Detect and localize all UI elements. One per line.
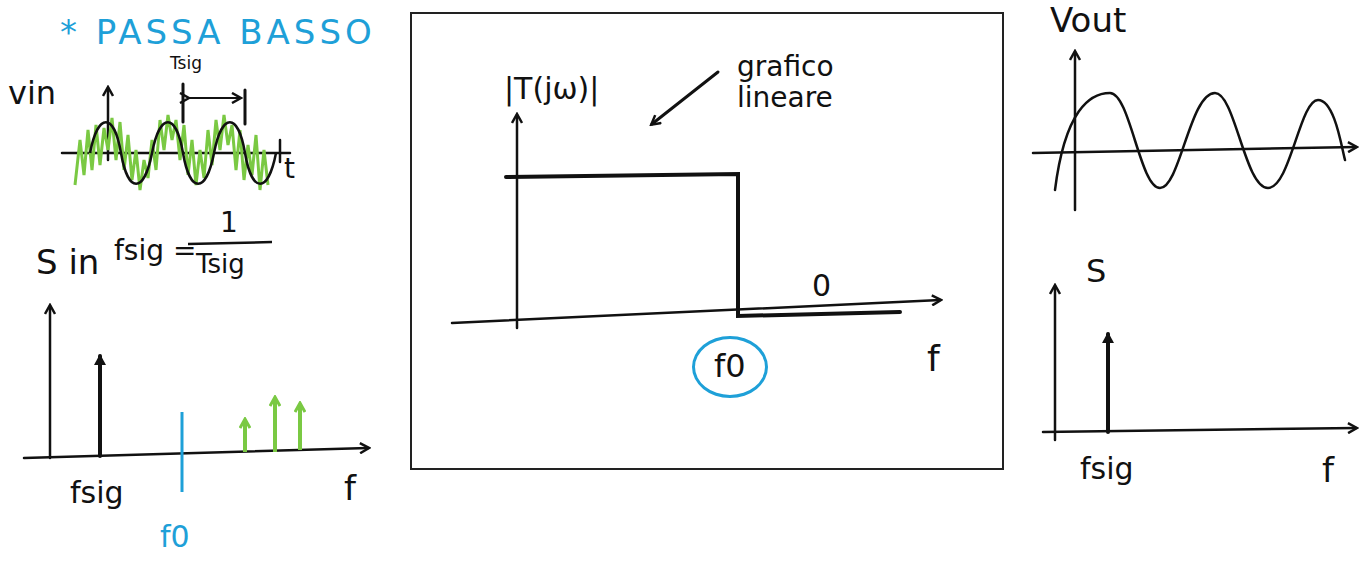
- ideal-lowpass-response: [506, 174, 900, 316]
- formula: 1: [220, 208, 238, 239]
- circled-cutoff: f0: [692, 336, 768, 398]
- node-text: |T(jω)|: [504, 72, 599, 105]
- axis-label: f: [344, 470, 356, 507]
- axis: [1043, 428, 1356, 432]
- axis: [49, 306, 52, 458]
- signal-name: Vout: [1050, 2, 1126, 39]
- axis-label: t: [284, 154, 295, 185]
- period-arrow: [188, 97, 240, 99]
- axis: [516, 115, 519, 328]
- spectrum-name: S in: [36, 244, 99, 281]
- cutoff-line: [181, 412, 184, 492]
- tick: [279, 140, 282, 162]
- output-sine: [1055, 93, 1345, 190]
- cutoff-label: f0: [160, 520, 190, 553]
- noise-signal: [75, 115, 268, 190]
- node-text: 0: [812, 269, 831, 302]
- noise-line: [298, 404, 302, 450]
- node-text: f: [927, 339, 940, 379]
- axis: [24, 448, 368, 458]
- axis: [1074, 52, 1077, 210]
- spectral-line: [1106, 334, 1110, 432]
- fraction-bar: [188, 242, 272, 244]
- period-label: Tsig: [170, 54, 202, 73]
- noise-line: [273, 398, 277, 452]
- formula: fsig =: [114, 236, 196, 267]
- title-note: * PASSA BASSO: [60, 14, 376, 51]
- spectrum-name: S: [1086, 254, 1106, 289]
- graph-frame: |T(jω)| grafico lineare 0 f f0: [410, 12, 1004, 470]
- pointer-arrow: [652, 72, 718, 124]
- period-marker: [182, 84, 185, 122]
- sine-signal: [90, 122, 276, 184]
- axis: [1054, 286, 1057, 440]
- axis-label: f: [1322, 452, 1334, 489]
- noise-line: [243, 420, 247, 452]
- formula: Tsig: [196, 250, 245, 279]
- frequency-label: fsig: [70, 476, 124, 509]
- node-text: grafico lineare: [737, 52, 867, 114]
- spectral-line: [98, 356, 102, 456]
- signal-name: vin: [8, 76, 56, 111]
- node-text: f0: [714, 349, 746, 384]
- period-marker: [244, 90, 247, 124]
- axis: [1033, 147, 1356, 153]
- frequency-label: fsig: [1080, 452, 1134, 485]
